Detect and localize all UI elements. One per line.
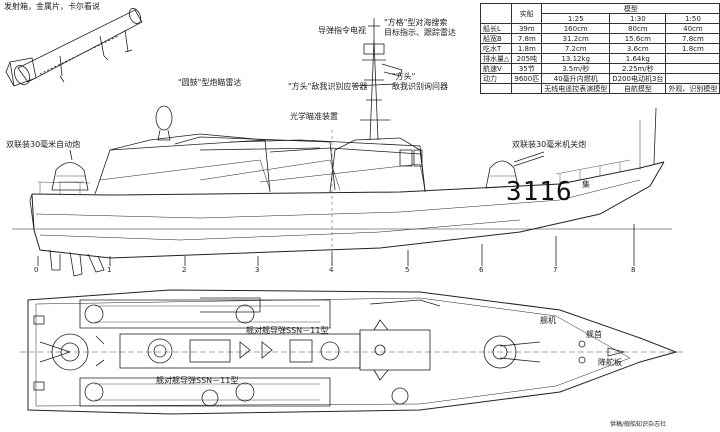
spec-cell: 15.6cm [609,33,667,44]
table-row: 船宽B 7.8m 31.2cm 15.6cm 7.8cm [479,33,720,44]
station-label: 6 [479,266,484,274]
spec-cell: 2.25m/秒 [609,63,667,74]
station-label: 2 [182,266,187,274]
gun-bow-plan [483,335,541,369]
spec-cell: 无线电遥控表演模型 [541,83,611,94]
missile-containers-port [79,297,441,329]
spec-row-name: 吃水T [479,43,513,54]
spec-cell: 40毫升内燃机 [541,73,611,84]
ship-drawing: 发射箱，金属片，卡尔看说 "方格"型对海搜索 目标指示、跟踪雷达 导弹指令电视 … [4,2,720,428]
spec-cell: 外观、识别模型 [665,83,720,94]
station-label: 3 [255,266,260,274]
station-label: 4 [329,266,334,274]
callout-wing: 集 [582,180,590,189]
gun-turret-aft [51,149,89,191]
spec-row-name: 排水量△ [479,53,513,64]
table-row: 动力 9600匹 40毫升内燃机 D200电动机3台 [479,73,720,84]
callout-guidance-radar: 导弹指令电视 [318,26,366,35]
callout-engine: 舰机 [540,316,556,325]
spec-cell: 7.8m [511,33,543,44]
table-row: 航速V 35节 3.5m/秒 2.25m/秒 [479,63,720,74]
spec-cell [511,83,543,94]
spec-cell: 13.12kg [541,53,611,64]
spec-cell: 39m [511,23,543,34]
spec-cell: 80cm [609,23,667,34]
spec-cell: 9600匹 [511,73,543,84]
spec-cell: 1.8m [511,43,543,54]
callout-square-tie-b: "方头" [392,72,416,81]
missile-containers-stbd [79,377,409,407]
table-row: 吃水T 1.8m 7.2cm 3.6cm 1.8cm [479,43,720,54]
spec-cell [665,73,720,84]
spec-cell: 1.8cm [665,43,720,54]
hull-number: 3116 [506,177,573,207]
spec-cell: 35节 [511,63,543,74]
spec-row-name: 船长L [479,23,513,34]
spec-cell: 40cm [665,23,720,34]
spec-cell: 3.5m/秒 [541,63,611,74]
table-row: 排水量△ 205吨 13.12kg 1.64kg [479,53,720,64]
station-label: 5 [405,266,410,274]
spec-cell: 205吨 [511,53,543,64]
credit-line: 供稿/舰船知识杂志社 [610,421,667,428]
spec-cell: D200电动机3台 [609,73,667,84]
spec-scale: 1:25 [541,13,611,24]
spec-scale: 1:30 [609,13,667,24]
spec-cell: 3.6cm [609,43,667,54]
station-label: 0 [34,266,39,274]
station-label: 7 [553,266,558,274]
callout-search-radar-2: 目标指示、跟踪雷达 [384,28,456,37]
callout-twin-gun-aft: 双联装30毫米机关炮 [512,140,587,149]
spec-cell: 自航模型 [609,83,667,94]
callout-optical-director: 光学瞄准装置 [290,112,338,121]
spec-scale: 1:50 [665,13,720,24]
launcher-tube-sketch [5,8,143,87]
callout-twin-gun-fwd: 双联装30毫米自动炮 [6,140,81,149]
spec-row-name: 动力 [479,73,513,84]
station-label: 8 [631,266,636,274]
table-row: 无线电遥控表演模型 自航模型 外观、识别模型 [479,83,720,94]
spec-cell: 31.2cm [541,33,611,44]
spec-header-row: 实船 模型 [479,3,720,24]
spec-table: 实船 模型 1:25 1:30 1:50 船长L 39m 160cm 80cm … [479,3,720,94]
launcher-title: 发射箱，金属片，卡尔看说 [4,2,100,11]
spec-cell: 7.8cm [665,33,720,44]
ship-line-drawing [5,8,684,415]
station-label: 1 [107,266,112,274]
gun-turret-bow [485,151,545,189]
callout-hull-fairing: 降舵板 [598,358,622,367]
spec-header-model: 模型 [541,3,720,14]
spec-cell [665,63,720,74]
callout-missile-top: 舰对舰导弹SSN－11型 [246,326,329,335]
gun-aft-plan [39,333,89,371]
callout-bow: 舰首 [586,330,602,339]
spec-row-name: 航速V [479,63,513,74]
callout-drum-radar: "圆鼓"型炮瞄雷达 [178,78,242,87]
spec-row-name: 船宽B [479,33,513,44]
spec-row-name [479,83,513,94]
deckhouse-plan [119,319,431,381]
callout-square-tie: "方头"敌我识别应答器 [288,82,368,91]
table-row: 船长L 39m 160cm 80cm 40cm [479,23,720,34]
callout-square-tie-c: 敌我识别询问器 [392,82,448,91]
spec-cell: 7.2cm [541,43,611,54]
callout-missile-bottom: 舰对舰导弹SSN－11型 [156,376,239,385]
side-elevation [12,18,672,277]
callout-search-radar: "方格"型对海搜索 [384,18,448,27]
spec-scale-row: 1:25 1:30 1:50 [481,13,720,24]
spec-header-real: 实船 [511,3,543,24]
spec-cell: 1.64kg [609,53,667,64]
plan-view [20,289,684,415]
spec-cell [665,53,720,64]
spec-cell: 160cm [541,23,611,34]
